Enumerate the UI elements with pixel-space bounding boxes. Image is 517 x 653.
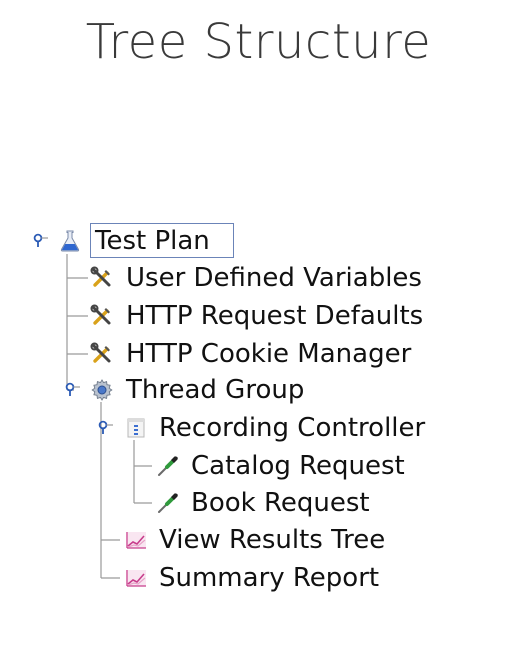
tree-node-label: Catalog Request	[191, 451, 405, 481]
tree-node-label: Test Plan	[95, 226, 210, 256]
selection-highlight	[90, 223, 234, 258]
page-title: Tree Structure	[85, 14, 432, 70]
wrench-screwdriver-icon	[90, 266, 111, 287]
graph-icon	[126, 532, 146, 549]
expand-handle-icon[interactable]	[64, 381, 80, 397]
controller-icon	[127, 418, 145, 438]
gear-icon	[91, 379, 113, 401]
tree-node-label: User Defined Variables	[126, 263, 422, 293]
graph-icon	[126, 570, 146, 587]
expand-handle-icon[interactable]	[97, 419, 113, 435]
flask-icon	[60, 230, 80, 252]
tree-node-label: HTTP Cookie Manager	[126, 339, 412, 369]
tree-node-label: HTTP Request Defaults	[126, 301, 424, 331]
wrench-screwdriver-icon	[90, 304, 111, 325]
tree-node-label: Thread Group	[126, 375, 305, 405]
tree-node-label: Recording Controller	[159, 413, 426, 443]
tree-node-label: View Results Tree	[159, 525, 386, 555]
pipette-icon	[158, 456, 178, 476]
tree-node-label: Summary Report	[159, 563, 380, 593]
wrench-screwdriver-icon	[90, 342, 111, 363]
expand-handle-icon[interactable]	[32, 232, 48, 248]
pipette-icon	[158, 493, 178, 513]
tree-node-label: Book Request	[191, 488, 370, 518]
